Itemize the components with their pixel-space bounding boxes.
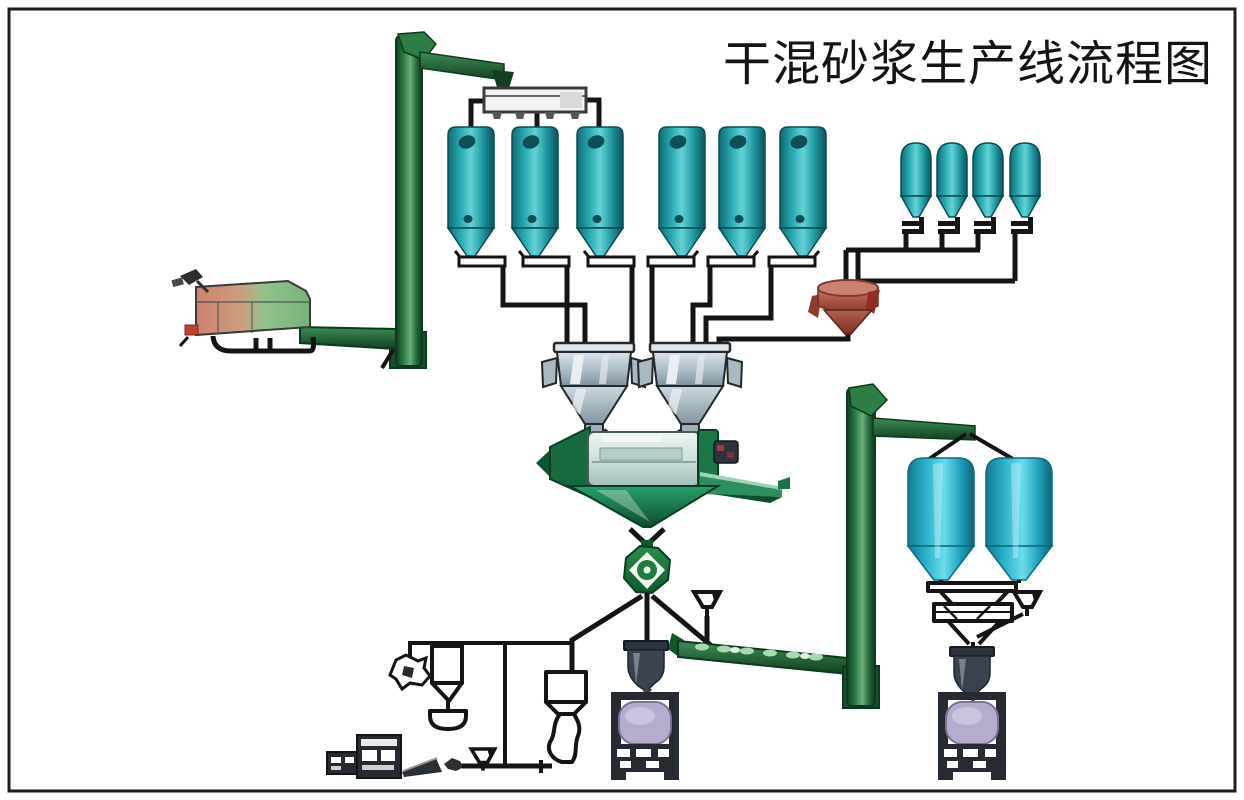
bucket-elevator-1 (380, 31, 514, 370)
screw-conveyor (462, 747, 552, 773)
raw-silo-2 (511, 126, 559, 257)
feeder-legs (210, 335, 317, 354)
buffer-valve (622, 527, 672, 595)
additive-weigh-hopper (808, 279, 880, 335)
product-weigher (926, 580, 1024, 650)
raw-silo-6 (779, 126, 827, 257)
dust-collector-cyclone (428, 643, 468, 731)
distribution-lines (569, 593, 716, 672)
bucket-elevator-2 (842, 383, 1015, 709)
discharge-ramp (402, 758, 442, 777)
raw-silo-4 (658, 126, 706, 257)
raw-silo-5 (718, 126, 766, 257)
mixer-motor (713, 440, 739, 464)
raw-silo-1 (447, 126, 495, 257)
feeder-machine (171, 269, 397, 354)
auxiliary-equipment-outline (326, 641, 588, 779)
small-machine-icon (444, 758, 464, 771)
control-cabinets (326, 734, 402, 779)
process-pipes (468, 97, 1018, 347)
belt-conveyor (668, 633, 849, 676)
discharge-chute (700, 472, 790, 503)
feeder-handle-icon (180, 269, 203, 285)
surge-hopper (544, 670, 588, 764)
mixer-discharge-cone (566, 485, 722, 528)
feeder-conveyor (299, 325, 397, 351)
vibrating-screen (482, 86, 588, 119)
raw-silo-3 (576, 126, 624, 257)
diagram-frame (7, 7, 1237, 793)
diagram-title: 干混砂浆生产线流程图 (723, 38, 1213, 91)
mixer (536, 425, 790, 528)
